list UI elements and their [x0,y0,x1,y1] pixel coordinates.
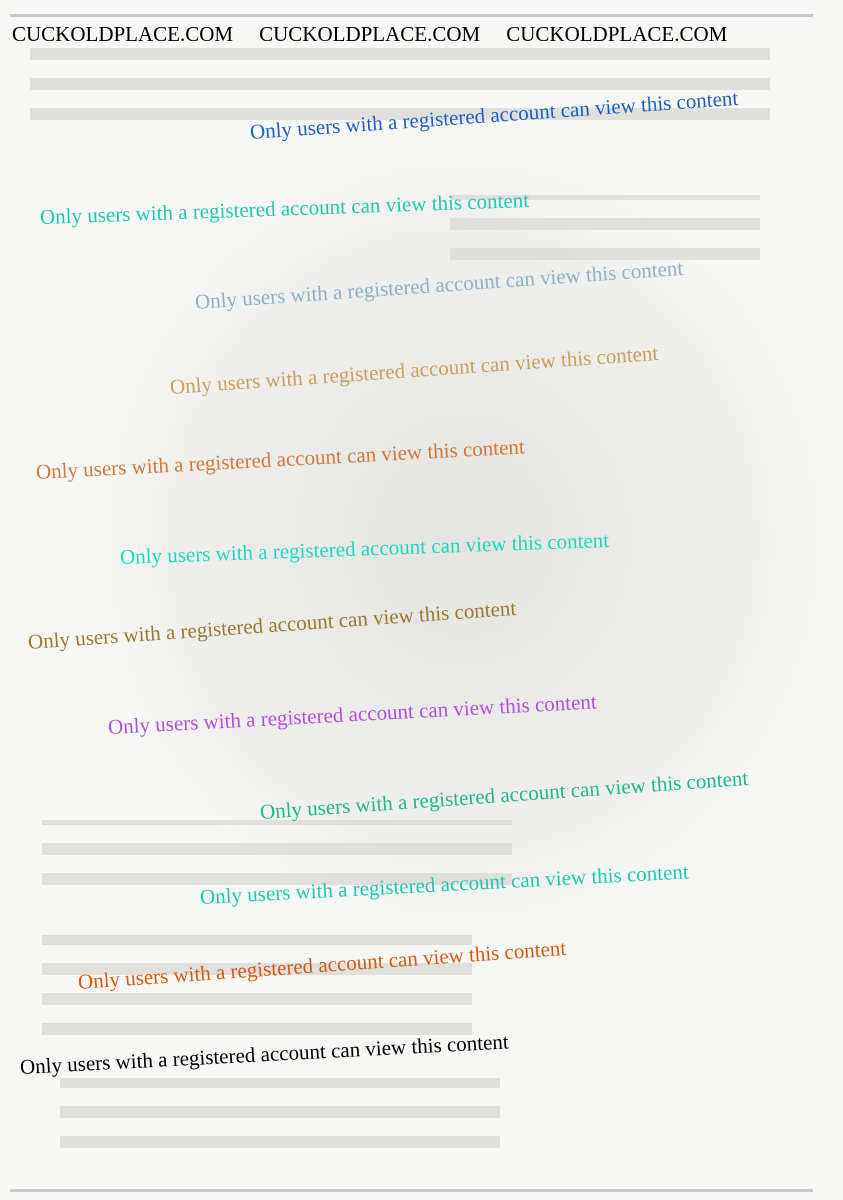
caption-placeholder [30,42,770,120]
page-border-top [10,14,813,17]
caption-placeholder [42,935,472,1035]
site-watermark-bar: CUCKOLDPLACE.COM CUCKOLDPLACE.COM CUCKOL… [12,22,843,46]
access-notice: Only users with a registered account can… [19,1029,510,1079]
page-border-bottom [10,1189,813,1192]
caption-placeholder [450,195,760,260]
caption-placeholder [60,1078,500,1148]
illustration-placeholder [95,150,830,930]
caption-placeholder [42,820,512,885]
